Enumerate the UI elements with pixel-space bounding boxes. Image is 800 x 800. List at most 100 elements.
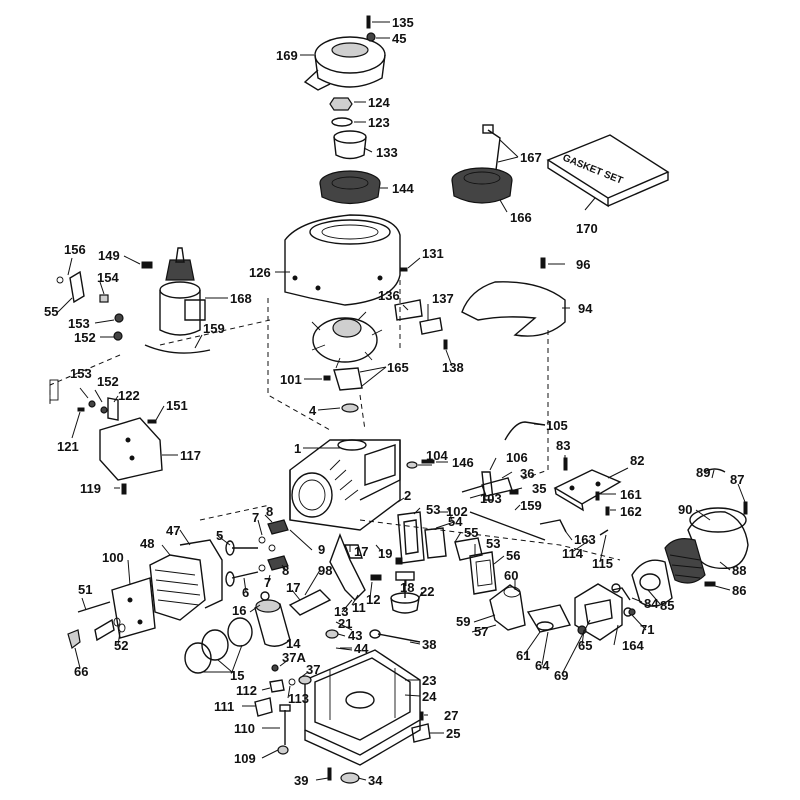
callout-43: 43: [348, 628, 362, 643]
callout-1: 1: [294, 441, 301, 456]
callout-144: 144: [392, 181, 414, 196]
callout-131: 131: [422, 246, 444, 261]
callout-12: 12: [366, 592, 380, 607]
blower-cover: [303, 15, 386, 91]
carburetor: [526, 583, 633, 641]
callout-labels: 135 45 169 124 123 133 144 167 166 170 1…: [44, 15, 746, 788]
callout-5: 5: [216, 528, 223, 543]
callout-34: 34: [368, 773, 383, 788]
valve-train: [225, 519, 289, 587]
callout-35: 35: [532, 481, 546, 496]
callout-138: 138: [442, 360, 464, 375]
callout-164: 164: [622, 638, 644, 653]
callout-17b: 17: [286, 580, 300, 595]
callout-135: 135: [392, 15, 414, 30]
callout-24: 24: [422, 689, 437, 704]
callout-18: 18: [400, 580, 414, 595]
callout-153: 153: [68, 316, 90, 331]
callout-113: 113: [288, 691, 309, 706]
callout-55: 55: [44, 304, 58, 319]
callout-153b: 153: [70, 366, 92, 381]
callout-105: 105: [546, 418, 568, 433]
screen-assembly: [451, 124, 513, 204]
callout-114: 114: [562, 546, 584, 561]
head-bolts-and-plug: [67, 577, 156, 650]
callout-51: 51: [78, 582, 92, 597]
callout-117: 117: [180, 448, 201, 463]
leader-lines: [57, 21, 746, 781]
starter-bracket-hardware: [49, 379, 157, 424]
crankcase-base: [304, 629, 421, 784]
starter-motor: [56, 247, 211, 354]
callout-83: 83: [556, 438, 570, 453]
callout-166: 166: [510, 210, 532, 225]
callout-154: 154: [97, 270, 119, 285]
nut-and-washer: [329, 97, 353, 127]
callout-136: 136: [378, 288, 400, 303]
callout-7b: 7: [264, 575, 271, 590]
air-vane-plates: [394, 299, 448, 350]
callout-149: 149: [98, 248, 120, 263]
starter-bracket: [99, 417, 163, 495]
callout-86: 86: [732, 583, 746, 598]
callout-2: 2: [404, 488, 411, 503]
callout-167: 167: [520, 150, 542, 165]
piston-and-rings: [184, 591, 291, 674]
callout-82: 82: [630, 453, 644, 468]
callout-84: 84: [644, 596, 659, 611]
callout-6: 6: [242, 585, 249, 600]
callout-53b: 53: [486, 536, 500, 551]
flywheel: [311, 311, 383, 369]
callout-54: 54: [448, 514, 463, 529]
callout-169: 169: [276, 48, 298, 63]
drain-and-dipstick-parts: [254, 664, 431, 755]
callout-56: 56: [506, 548, 520, 563]
callout-170: 170: [576, 221, 598, 236]
callout-101: 101: [280, 372, 302, 387]
callout-94: 94: [578, 301, 593, 316]
carburetor-gaskets: [397, 511, 497, 595]
callout-60: 60: [504, 568, 518, 583]
callout-112: 112: [236, 683, 257, 698]
gasket-set-box: GASKET SET: [546, 134, 670, 208]
callout-19: 19: [378, 546, 392, 561]
intake-elbow: [489, 584, 526, 631]
starter-cup: [333, 130, 367, 160]
callout-110: 110: [234, 721, 255, 736]
callout-115: 115: [592, 556, 613, 571]
callout-146: 146: [452, 455, 474, 470]
callout-126: 126: [249, 265, 271, 280]
callout-37: 37: [306, 662, 320, 677]
callout-66: 66: [74, 664, 88, 679]
callout-98: 98: [318, 563, 332, 578]
callout-52: 52: [114, 638, 128, 653]
callout-44: 44: [354, 641, 369, 656]
callout-55b: 55: [464, 525, 478, 540]
governor-linkage: [406, 421, 546, 541]
callout-17: 17: [354, 544, 368, 559]
callout-168: 168: [230, 291, 252, 306]
callout-47: 47: [166, 523, 180, 538]
cylinder-block: [289, 439, 401, 531]
callout-89: 89: [696, 465, 710, 480]
callout-121: 121: [57, 439, 79, 454]
callout-8: 8: [266, 504, 273, 519]
blower-housing: [284, 214, 408, 306]
callout-11: 11: [352, 600, 366, 615]
callout-16: 16: [232, 603, 246, 618]
callout-27: 27: [444, 708, 458, 723]
control-bracket: [539, 457, 622, 536]
callout-165: 165: [387, 360, 409, 375]
callout-69: 69: [554, 668, 568, 683]
callout-4: 4: [309, 403, 317, 418]
cylinder-baffle: [461, 257, 566, 337]
callout-36: 36: [520, 466, 534, 481]
callout-159: 159: [203, 321, 225, 336]
callout-7: 7: [252, 510, 259, 525]
callout-53: 53: [426, 502, 440, 517]
callout-161: 161: [620, 487, 642, 502]
callout-39: 39: [294, 773, 308, 788]
callout-152b: 152: [97, 374, 119, 389]
